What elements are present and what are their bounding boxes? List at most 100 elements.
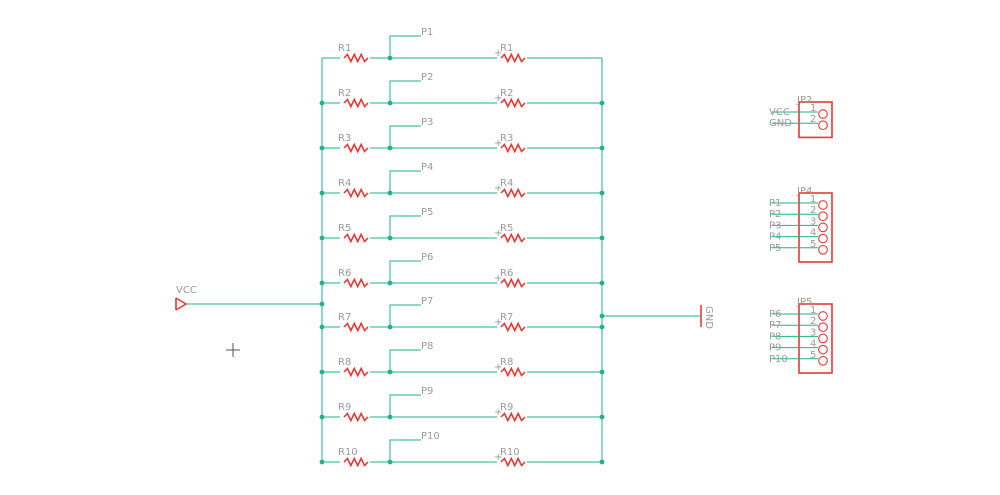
resistor-left[interactable]: R7 <box>338 312 370 333</box>
pin-number: 1 <box>810 305 816 316</box>
header-pin[interactable]: 3P3 <box>769 216 828 233</box>
resistor-right[interactable]: +R5 <box>494 223 527 244</box>
resistor-left-label: R5 <box>338 223 351 234</box>
resistor-left[interactable]: R6 <box>338 268 370 289</box>
probe-label: P3 <box>421 117 433 128</box>
resistor-left[interactable]: R10 <box>338 447 370 468</box>
probe-label: P2 <box>421 72 433 83</box>
right-bus-junction <box>599 145 605 151</box>
resistor-right-label: R5 <box>500 223 513 234</box>
pin-circle <box>818 211 828 222</box>
pin-number: 1 <box>810 103 816 114</box>
probe-junction <box>387 459 393 465</box>
resistor-right[interactable]: +R4 <box>494 178 527 199</box>
pin-number: 5 <box>810 239 816 250</box>
header-pin[interactable]: 4P9 <box>769 339 828 355</box>
header-name: JP5 <box>796 297 812 308</box>
resistor-right-label: R9 <box>500 402 513 413</box>
pin-number: 4 <box>810 228 816 239</box>
wiring <box>185 58 700 462</box>
header-pin[interactable]: 1 P6 <box>769 305 828 321</box>
pin-circle <box>818 109 828 119</box>
polarity-mark: + <box>494 273 502 284</box>
resistor-right[interactable]: +R6 <box>494 268 527 289</box>
left-bus-junction <box>319 190 325 196</box>
pin-net-label: GND <box>769 118 792 129</box>
polarity-mark: + <box>494 317 502 328</box>
resistor-left[interactable]: R1 <box>338 43 370 64</box>
probe-junction <box>387 414 393 420</box>
header-pin[interactable]: 5 P5 <box>769 239 828 255</box>
resistor-left-label: R9 <box>338 402 351 413</box>
pin-net-label: P3 <box>769 220 781 231</box>
polarity-mark: + <box>494 93 502 104</box>
probe-wire <box>389 304 421 327</box>
resistor-left-label: R6 <box>338 268 351 279</box>
header-pin[interactable]: 1P1 <box>769 194 828 210</box>
probe-label: P10 <box>421 431 440 442</box>
header-pin[interactable]: 2 GND <box>769 114 828 131</box>
resistor-left[interactable]: R2 <box>338 88 370 109</box>
header-name: JP4 <box>796 186 812 197</box>
vcc-symbol[interactable]: VCC <box>175 285 197 311</box>
header-pin[interactable]: 4 P4 <box>769 228 828 244</box>
pin-net-label: P6 <box>769 309 781 320</box>
probe-wire <box>389 170 421 193</box>
probe-label: P9 <box>421 386 433 397</box>
probe-label: P6 <box>421 252 433 263</box>
polarity-mark: + <box>494 183 502 194</box>
header-pin[interactable]: 2P2 <box>769 205 828 222</box>
pin-number: 2 <box>810 205 816 216</box>
probe-junction <box>387 190 393 196</box>
resistor-right[interactable]: +R10 <box>494 447 527 468</box>
ladder-row: R3 +R3 P3 <box>319 117 605 154</box>
vcc-label: VCC <box>176 285 197 296</box>
resistor-right[interactable]: +R7 <box>494 312 527 333</box>
resistor-right[interactable]: +R3 <box>494 133 527 154</box>
resistor-left-label: R3 <box>338 133 351 144</box>
resistor-right[interactable]: +R9 <box>494 402 527 423</box>
header-pin[interactable]: 3P8 <box>769 327 828 344</box>
header-body <box>798 101 833 139</box>
resistor-left-label: R8 <box>338 357 351 368</box>
left-bus-junction <box>319 100 325 106</box>
resistor-left[interactable]: R9 <box>338 402 370 423</box>
probe-junction <box>387 324 393 330</box>
pin-number: 1 <box>810 194 816 205</box>
left-bus-junction <box>319 145 325 151</box>
resistor-left[interactable]: R5 <box>338 223 370 244</box>
probe-wire <box>389 215 421 238</box>
header-pin[interactable]: 2P7 <box>769 316 828 333</box>
pin-net-label: P4 <box>769 232 781 243</box>
pin-number: 2 <box>810 316 816 327</box>
resistor-left[interactable]: R4 <box>338 178 370 199</box>
left-bus-junction <box>319 280 325 286</box>
pin-number: 2 <box>810 114 816 125</box>
resistor-right-label: R2 <box>500 88 513 99</box>
resistor-right-label: R4 <box>500 178 513 189</box>
probe-label: P4 <box>421 162 433 173</box>
probe-wire <box>389 349 421 372</box>
resistor-left[interactable]: R8 <box>338 357 370 378</box>
resistor-right[interactable]: +R8 <box>494 357 527 378</box>
resistor-ladder: R1+R1P1R2+R2P2R3+R3P3R4+R4P4R5+R5P5R6+R6… <box>319 27 605 468</box>
ladder-row: R10 +R10 P10 <box>319 431 605 468</box>
probe-junction <box>387 280 393 286</box>
gnd-label: GND <box>703 306 714 329</box>
probe-wire <box>389 439 421 462</box>
pin-net-label: P5 <box>769 243 781 254</box>
right-bus-junction <box>599 235 605 241</box>
probe-label: P5 <box>421 207 433 218</box>
resistor-right[interactable]: +R2 <box>494 88 527 109</box>
resistor-left[interactable]: R3 <box>338 133 370 154</box>
gnd-symbol[interactable]: GND <box>700 305 714 329</box>
resistor-right[interactable]: +R1 <box>494 43 527 64</box>
